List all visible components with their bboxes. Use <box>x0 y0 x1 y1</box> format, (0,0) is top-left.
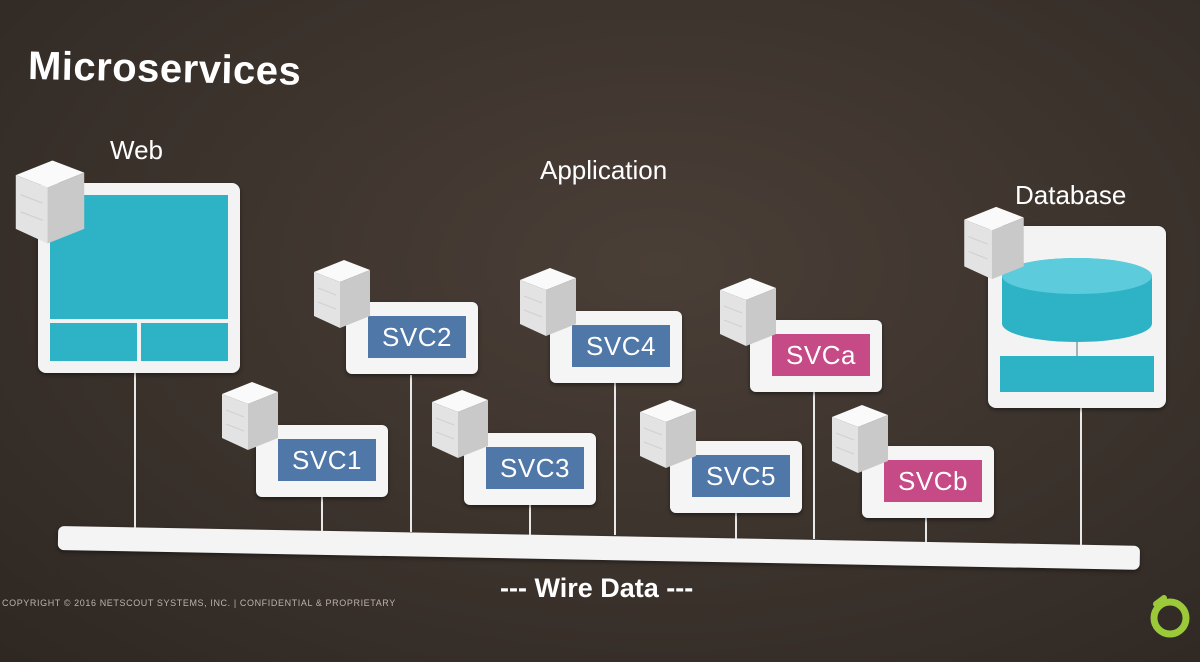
service-svca: SVCa <box>750 320 882 392</box>
svc5-connector <box>735 513 737 540</box>
database-inner-line <box>1076 342 1078 356</box>
application-tier-label: Application <box>540 155 668 185</box>
service-svc5: SVC5 <box>670 441 802 513</box>
database-connector <box>1080 406 1082 549</box>
server-cube-icon <box>636 398 700 470</box>
database-tier-label: Database <box>1015 180 1127 210</box>
web-bar-left <box>50 323 137 361</box>
database-cylinder-top <box>1002 258 1152 294</box>
wire-data-label: --- Wire Data --- <box>500 573 694 603</box>
svc2-connector <box>410 375 412 532</box>
server-cube-icon <box>218 380 282 452</box>
server-cube-icon <box>10 158 90 246</box>
svc3-connector <box>529 505 531 535</box>
copyright-footer: COPYRIGHT © 2016 NETSCOUT SYSTEMS, INC. … <box>2 598 396 608</box>
database-tier-panel <box>988 226 1166 408</box>
web-tier-label: Web <box>110 135 163 165</box>
service-svc1: SVC1 <box>256 425 388 497</box>
svcb-connector <box>925 518 927 544</box>
service-label: SVCa <box>772 334 870 376</box>
service-label: SVC3 <box>486 447 584 489</box>
server-cube-icon <box>310 258 374 330</box>
service-label: SVC5 <box>692 455 790 497</box>
service-label: SVC2 <box>368 316 466 358</box>
svc1-connector <box>321 497 323 531</box>
netscout-logo-icon <box>1150 595 1190 638</box>
service-label: SVC1 <box>278 439 376 481</box>
svc4-connector <box>614 383 616 535</box>
server-cube-icon <box>828 403 892 475</box>
slide-title: Microservices <box>27 44 302 94</box>
database-bar <box>1000 356 1154 392</box>
server-cube-icon <box>516 266 580 338</box>
svca-connector <box>813 392 815 539</box>
service-label: SVC4 <box>572 325 670 367</box>
server-cube-icon <box>716 276 780 348</box>
web-connector <box>134 372 136 528</box>
web-bar-right <box>141 323 228 361</box>
server-cube-icon <box>960 204 1028 282</box>
wire-bus <box>57 526 1141 570</box>
service-label: SVCb <box>884 460 982 502</box>
server-cube-icon <box>428 388 492 460</box>
